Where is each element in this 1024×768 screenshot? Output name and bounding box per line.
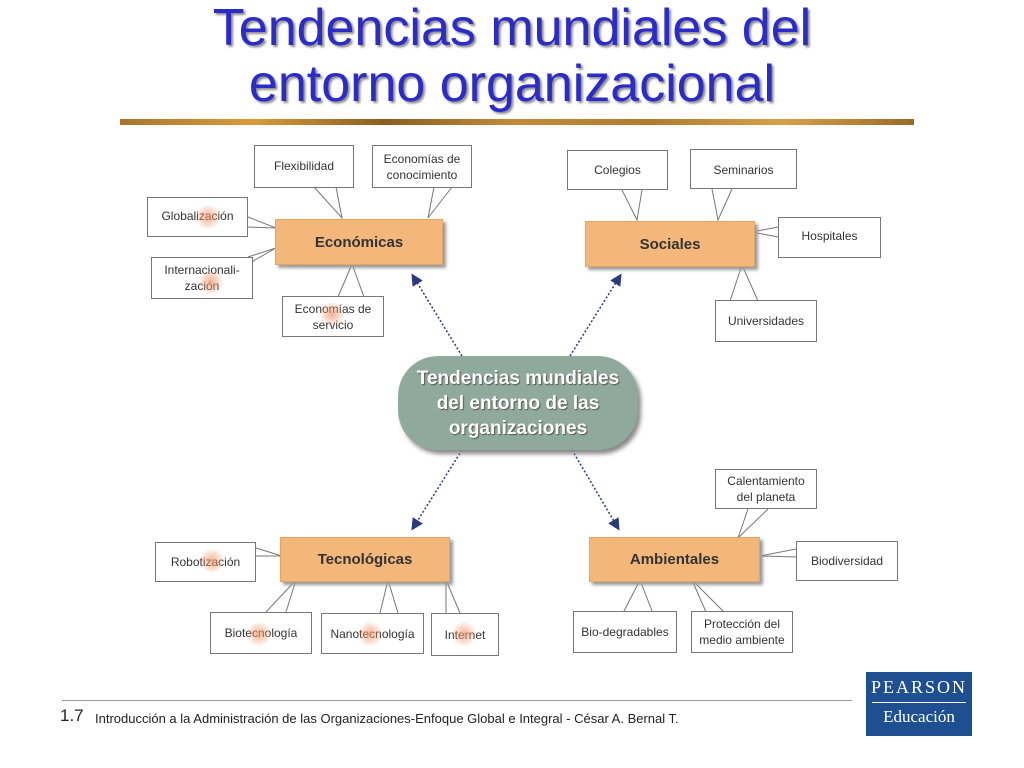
callout-hospitales: Hospitales: [778, 217, 881, 258]
arrow-ambientales: [571, 449, 620, 531]
callout-economias-servicio: Economías de servicio: [282, 296, 384, 337]
logo-divider: [872, 702, 966, 703]
callout-internet: Internet: [431, 613, 499, 656]
callout-calentamiento: Calentamiento del planeta: [715, 469, 817, 509]
logo-line-2: Educación: [883, 707, 955, 726]
callout-economias-conocimiento: Economías de conocimiento: [372, 145, 472, 188]
slide-number: 1.7: [60, 706, 84, 725]
central-topic-line-1: Tendencias mundiales: [416, 367, 620, 389]
callout-globalizacion: Globalización: [147, 197, 248, 237]
category-tecnologicas: Tecnológicas: [280, 537, 450, 582]
title-line-1: Tendencias mundiales del: [212, 0, 812, 57]
callout-biodiversidad: Biodiversidad: [796, 541, 898, 581]
central-topic-line-3: organizaciones: [448, 417, 588, 439]
footer-divider: [62, 700, 852, 701]
callout-internacionalizacion: Internacionali-zación: [151, 257, 253, 299]
arrow-sociales: [569, 273, 622, 357]
arrow-tecnologicas: [411, 449, 463, 531]
callout-biotecnologia: Biotecnología: [210, 612, 312, 654]
central-topic-line-2: del entorno de las: [436, 392, 600, 414]
callout-colegios: Colegios: [567, 150, 668, 190]
category-economicas: Económicas: [275, 219, 443, 265]
callout-proteccion: Protección del medio ambiente: [691, 611, 793, 653]
central-topic: Tendencias mundiales del entorno de las …: [398, 356, 638, 450]
callout-nanotecnologia: Nanotecnología: [321, 613, 424, 654]
callout-biodegradables: Bio-degradables: [573, 611, 677, 653]
category-ambientales: Ambientales: [589, 537, 760, 582]
callout-robotizacion: Robotización: [155, 542, 256, 582]
category-sociales: Sociales: [585, 221, 755, 267]
title-underline: [120, 119, 914, 125]
title-line-2: entorno organizacional: [248, 55, 776, 113]
callout-universidades: Universidades: [715, 300, 817, 342]
pearson-logo: PEARSON Educación: [866, 672, 972, 736]
logo-line-1: PEARSON: [870, 677, 968, 697]
footer-citation: Introducción a la Administración de las …: [95, 711, 679, 726]
callout-seminarios: Seminarios: [690, 149, 797, 189]
page-title: Tendencias mundiales del entorno organiz…: [0, 0, 1024, 112]
callout-flexibilidad: Flexibilidad: [254, 145, 354, 188]
arrow-economicas: [411, 273, 463, 357]
